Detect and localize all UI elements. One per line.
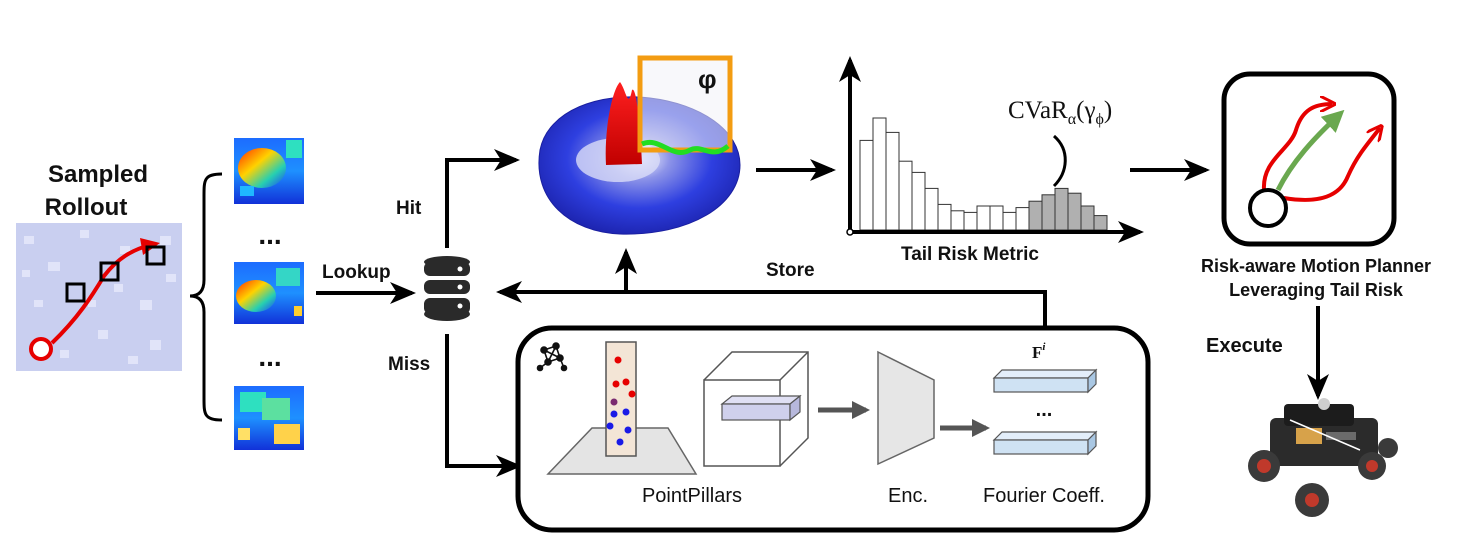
encoder-panel: ... Fi PointPillars Enc. Fourier Coeff. (515, 325, 1151, 533)
miss-label: Miss (388, 354, 430, 375)
sampled-label: Sampled (48, 161, 148, 188)
fourier-ellipsis: ... (1036, 399, 1053, 421)
histogram-bar (1080, 205, 1095, 231)
pseudo-image-slice (720, 394, 802, 422)
histogram-bar (872, 117, 887, 231)
histogram-bar (1002, 211, 1017, 231)
risky-path-1 (1261, 104, 1332, 191)
histogram-bar (950, 210, 965, 231)
histogram-bar (963, 211, 978, 231)
histogram-bar (1028, 200, 1043, 231)
rollout-obstacles (22, 230, 176, 364)
execute-label: Execute (1206, 335, 1283, 357)
risk-surface-plot: φ (538, 55, 741, 235)
risky-path-2 (1283, 128, 1380, 202)
histogram-bar (937, 203, 952, 231)
hit-label: Hit (396, 198, 422, 219)
histogram-bar (976, 205, 991, 231)
encoder-label: Enc. (888, 485, 928, 507)
cvar-label: CVaRα(γϕ) (1008, 97, 1112, 128)
feature-label: Fi (1032, 341, 1046, 362)
histogram-bar (911, 171, 926, 231)
histogram-bar (1054, 187, 1069, 231)
cvar-pointer (1052, 134, 1067, 188)
histogram-bar (1015, 207, 1030, 231)
histogram-bars (859, 117, 1108, 231)
motion-planner-panel (1221, 71, 1397, 247)
database-icon (424, 256, 470, 321)
planner-title-1: Risk-aware Motion Planner (1201, 256, 1431, 276)
rollout-label: Rollout (45, 194, 128, 221)
pillar-points (606, 356, 636, 446)
histogram-bar (924, 187, 939, 231)
pointpillars-label: PointPillars (642, 485, 742, 507)
sample-box-2 (99, 261, 120, 282)
tail-risk-histogram: CVaRα(γϕ) Tail Risk Metric (839, 56, 1144, 265)
fourier-bar-2 (992, 430, 1098, 456)
pseudo-image-cube (703, 351, 809, 467)
histogram-bar (898, 160, 913, 231)
histogram-bar (989, 205, 1004, 231)
store-label: Store (766, 260, 815, 281)
depth-image-3 (234, 386, 304, 450)
network-icon (536, 342, 568, 372)
tail-risk-metric-label: Tail Risk Metric (901, 244, 1039, 265)
hit-arrow (445, 149, 520, 248)
sample-box-3 (145, 245, 166, 266)
depth-image-1 (234, 138, 304, 204)
safe-path (1275, 109, 1345, 192)
sample-box-1 (65, 282, 86, 303)
histogram-bar (859, 139, 874, 231)
lookup-label: Lookup (322, 262, 391, 283)
encoder-block (877, 350, 935, 466)
rollout-start-icon (29, 337, 53, 361)
histogram-bar (1093, 215, 1108, 231)
fourier-bar-1 (992, 368, 1098, 394)
rollout-map (16, 223, 182, 371)
histogram-bar (1041, 194, 1056, 231)
robot-car-image (1248, 398, 1398, 517)
point-pillar (605, 341, 637, 457)
planner-title-2: Leveraging Tail Risk (1229, 280, 1404, 300)
ellipsis-1: ... (258, 219, 281, 250)
robot-start-icon (1248, 188, 1288, 228)
histogram-bar (885, 131, 900, 231)
depth-image-2 (234, 262, 304, 324)
phi-label: φ (698, 64, 717, 94)
miss-arrow (445, 334, 522, 477)
grouping-brace (189, 172, 223, 422)
sampled-rollout-title: Sampled Rollout (45, 161, 148, 221)
tail-cut-curve (640, 139, 730, 155)
ellipsis-2: ... (258, 341, 281, 372)
store-arrow (496, 281, 1047, 336)
rollout-path (50, 243, 151, 345)
fourier-label: Fourier Coeff. (983, 485, 1105, 507)
histogram-bar (1067, 192, 1082, 231)
